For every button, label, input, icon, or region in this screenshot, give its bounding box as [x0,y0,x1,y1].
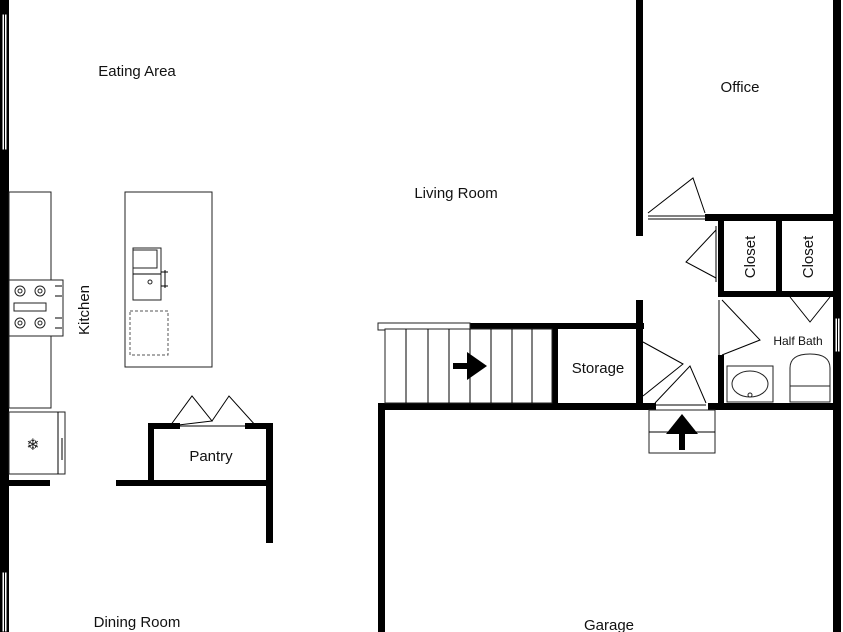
staircase [377,322,553,404]
room-labels: Eating Area Living Room Office Kitchen C… [76,63,823,632]
room-label-closet-2: Closet [800,235,817,278]
half-bath-door-top [789,293,831,323]
room-label-dining-room: Dining Room [94,614,181,631]
room-label-storage: Storage [572,360,625,377]
snowflake-icon: ❄ [26,435,39,454]
kitchen-island [124,191,213,368]
stove [8,279,64,337]
room-label-closet-1: Closet [742,235,759,278]
room-label-pantry: Pantry [189,448,233,465]
refrigerator: ❄ [8,411,66,475]
pantry-double-door [168,395,257,427]
office-door [647,177,706,220]
toilet [789,353,831,403]
storage-door [640,341,684,397]
room-label-office: Office [721,79,760,96]
windows [1,13,841,632]
garage-entry-door [654,365,707,406]
room-label-eating-area: Eating Area [98,63,176,80]
room-label-living-room: Living Room [414,185,497,202]
room-label-kitchen: Kitchen [76,285,93,335]
bath-sink [726,365,774,403]
half-bath-door-left [718,299,761,356]
entry-step [648,409,716,454]
room-label-half-bath: Half Bath [773,334,822,348]
arrow-right-icon [453,352,487,380]
closet-door [685,226,717,282]
arrow-up-icon [666,414,698,450]
room-label-garage: Garage [584,617,634,632]
